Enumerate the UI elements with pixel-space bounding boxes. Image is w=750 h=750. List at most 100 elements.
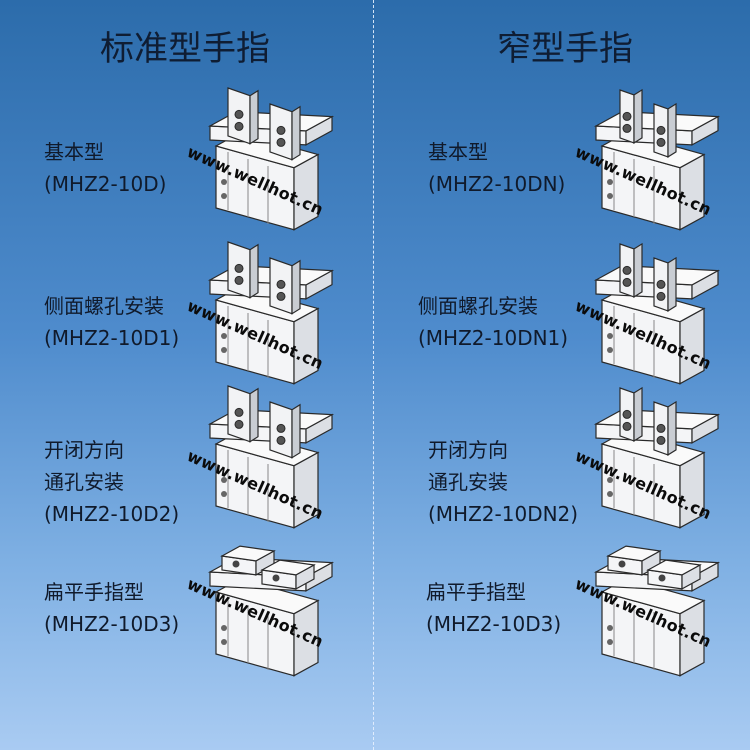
finger-hole xyxy=(232,560,240,568)
flat-finger-top xyxy=(260,559,316,576)
finger-left-hole xyxy=(234,407,244,417)
gripper-image-standard-flat xyxy=(198,528,348,678)
label-narrow-flat: 扁平手指型 (MHZ2-10D3) xyxy=(426,576,561,640)
port-hole xyxy=(221,179,227,185)
finger-left-edge xyxy=(633,386,643,442)
gripper-image-narrow-side-tap xyxy=(584,236,734,386)
finger-hole xyxy=(658,574,666,582)
gripper-image-narrow-through-hole xyxy=(584,380,734,530)
finger-left-edge xyxy=(633,88,643,144)
finger-left-hole xyxy=(622,111,632,121)
port-hole xyxy=(607,477,613,483)
gripper-image-narrow-basic xyxy=(584,82,734,232)
finger-left-edge xyxy=(249,387,259,443)
label-line: (MHZ2-10DN) xyxy=(428,172,566,196)
gripper-drawing xyxy=(207,385,335,529)
label-line: (MHZ2-10D1) xyxy=(44,326,180,350)
finger-left-edge xyxy=(249,243,259,299)
finger-right-hole xyxy=(656,291,666,301)
gripper-drawing xyxy=(593,386,721,529)
label-line: 扁平手指型 xyxy=(426,580,526,604)
finger-right-hole xyxy=(656,137,666,147)
flat-finger-top xyxy=(646,559,702,576)
finger-right-hole xyxy=(656,279,666,289)
finger-left-hole xyxy=(622,277,632,287)
label-line: 基本型 xyxy=(44,140,104,164)
finger-hole xyxy=(618,560,626,568)
finger-left-hole xyxy=(234,275,244,285)
finger-right-edge xyxy=(667,256,677,312)
finger-left-edge xyxy=(633,242,643,298)
label-standard-flat: 扁平手指型 (MHZ2-10D3) xyxy=(44,576,179,640)
finger-right-hole xyxy=(276,279,286,289)
label-standard-basic: 基本型 (MHZ2-10D) xyxy=(44,136,166,200)
port-hole xyxy=(221,639,227,645)
label-line: (MHZ2-10D2) xyxy=(44,502,180,526)
label-line: 开闭方向 xyxy=(428,438,508,462)
port-hole xyxy=(607,333,613,339)
column-divider xyxy=(373,0,374,750)
flat-finger-top xyxy=(606,545,662,562)
finger-right-edge xyxy=(291,105,301,161)
finger-right-hole xyxy=(656,435,666,445)
label-narrow-basic: 基本型 (MHZ2-10DN) xyxy=(428,136,565,200)
gripper-drawing xyxy=(207,87,335,231)
port-hole xyxy=(607,347,613,353)
gripper-drawing xyxy=(207,545,335,677)
port-hole xyxy=(607,625,613,631)
label-line: (MHZ2-10DN2) xyxy=(428,502,579,526)
label-line: 侧面螺孔安装 xyxy=(44,294,164,318)
gripper-image-standard-basic xyxy=(198,82,348,232)
label-line: 侧面螺孔安装 xyxy=(418,294,538,318)
label-narrow-through-hole: 开闭方向 通孔安装 (MHZ2-10DN2) xyxy=(428,434,578,530)
label-line: 开闭方向 xyxy=(44,438,124,462)
label-line: 通孔安装 xyxy=(44,470,124,494)
gripper-drawing xyxy=(593,88,721,231)
finger-right-hole xyxy=(276,291,286,301)
port-hole xyxy=(607,639,613,645)
finger-right-hole xyxy=(656,125,666,135)
finger-right-edge xyxy=(667,400,677,456)
finger-right-hole xyxy=(276,423,286,433)
label-line: (MHZ2-10D3) xyxy=(44,612,180,636)
port-hole xyxy=(607,491,613,497)
column-title-standard: 标准型手指 xyxy=(100,29,270,69)
finger-left-hole xyxy=(234,419,244,429)
label-line: 通孔安装 xyxy=(428,470,508,494)
finger-left-hole xyxy=(234,109,244,119)
finger-left-hole xyxy=(234,121,244,131)
label-line: 基本型 xyxy=(428,140,488,164)
flat-finger-top xyxy=(220,545,276,562)
gripper-image-standard-side-tap xyxy=(198,236,348,386)
port-hole xyxy=(607,179,613,185)
finger-right-hole xyxy=(276,125,286,135)
label-line: (MHZ2-10D) xyxy=(44,172,167,196)
finger-right-hole xyxy=(656,423,666,433)
finger-left-hole xyxy=(622,265,632,275)
port-hole xyxy=(221,193,227,199)
finger-right-hole xyxy=(276,435,286,445)
finger-left-hole xyxy=(622,421,632,431)
label-standard-side-tap: 侧面螺孔安装 (MHZ2-10D1) xyxy=(44,290,179,354)
finger-left-hole xyxy=(234,263,244,273)
port-hole xyxy=(607,193,613,199)
finger-right-hole xyxy=(276,137,286,147)
label-line: 扁平手指型 xyxy=(44,580,144,604)
label-narrow-side-tap: 侧面螺孔安装 (MHZ2-10DN1) xyxy=(418,290,568,354)
label-line: (MHZ2-10DN1) xyxy=(418,326,569,350)
port-hole xyxy=(221,333,227,339)
finger-right-edge xyxy=(291,259,301,315)
finger-right-edge xyxy=(667,102,677,158)
port-hole xyxy=(221,477,227,483)
finger-right-edge xyxy=(291,403,301,459)
gripper-image-standard-through-hole xyxy=(198,380,348,530)
gripper-drawing xyxy=(593,242,721,385)
gripper-drawing xyxy=(207,241,335,385)
label-standard-through-hole: 开闭方向 通孔安装 (MHZ2-10D2) xyxy=(44,434,179,530)
finger-left-edge xyxy=(249,89,259,145)
finger-hole xyxy=(272,574,280,582)
gripper-image-narrow-flat xyxy=(584,528,734,678)
column-title-narrow: 窄型手指 xyxy=(497,29,633,69)
port-hole xyxy=(221,625,227,631)
